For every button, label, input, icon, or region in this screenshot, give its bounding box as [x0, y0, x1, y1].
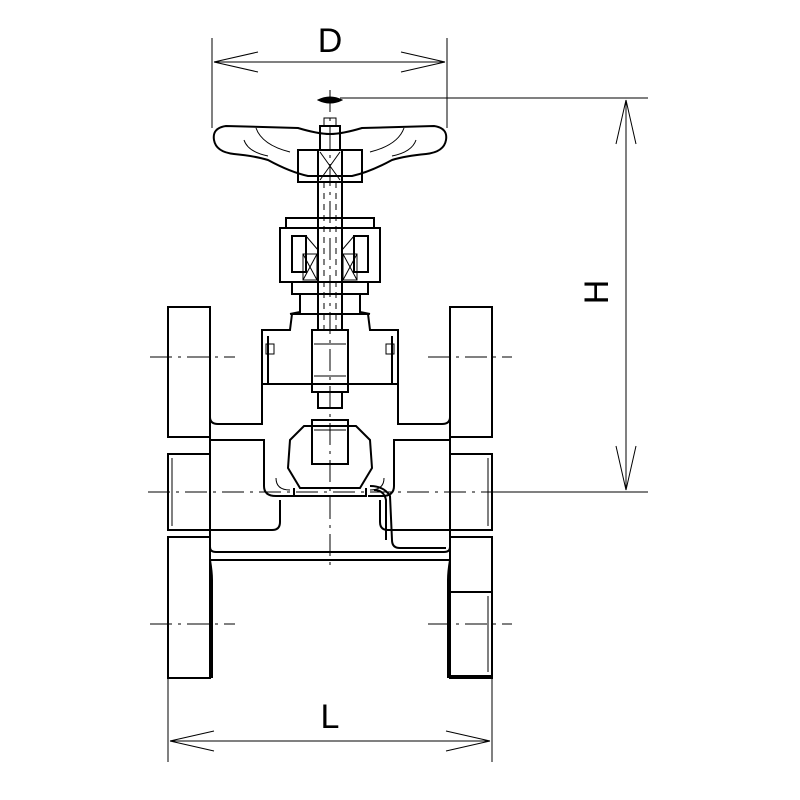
valve-stem — [317, 182, 343, 330]
dimension-l: L — [167, 678, 493, 762]
handwheel — [212, 96, 448, 183]
dimension-h: H — [340, 97, 648, 493]
dimension-l-label: L — [321, 698, 340, 736]
dimension-h-label: H — [578, 280, 616, 305]
dimension-d-label: D — [318, 22, 343, 60]
valve-body — [167, 306, 493, 679]
gland-packing — [279, 217, 381, 315]
dimension-d: D — [211, 22, 448, 128]
stem-nut — [311, 329, 349, 409]
gate-wedge — [275, 419, 446, 549]
bonnet — [261, 313, 399, 385]
center-lines — [148, 90, 512, 625]
